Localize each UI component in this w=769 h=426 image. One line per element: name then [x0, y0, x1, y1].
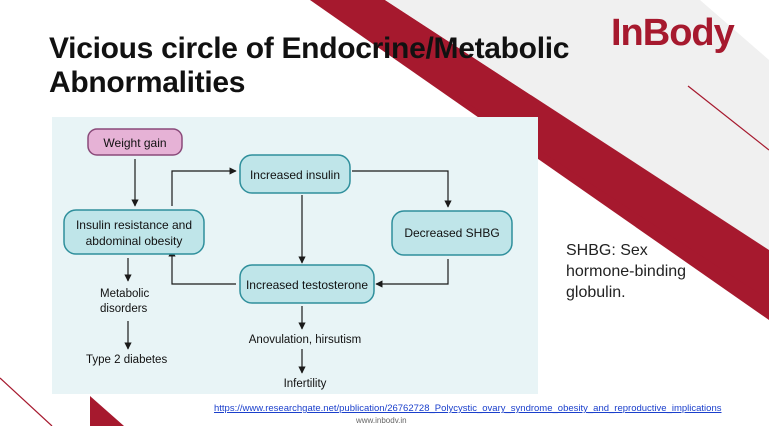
node-decreased-shbg-label: Decreased SHBG: [404, 226, 499, 240]
red-corner-line: [0, 377, 53, 426]
arrow-insulin-to-shbg: [352, 170, 452, 208]
node-insulin-resistance-line2: abdominal obesity: [86, 234, 183, 248]
shbg-note-line-1: SHBG: Sex: [566, 242, 648, 259]
red-right-line: [687, 85, 769, 151]
node-decreased-shbg: Decreased SHBG: [391, 210, 513, 256]
node-increased-insulin-label: Increased insulin: [250, 168, 340, 182]
vicious-circle-diagram: Weight gain Insulin resistance and abdom…: [52, 117, 538, 394]
source-link[interactable]: https://www.researchgate.net/publication…: [214, 403, 722, 414]
outcome-infertility: Infertility: [284, 378, 327, 390]
node-increased-insulin: Increased insulin: [239, 154, 351, 194]
shbg-note: SHBG: Sex hormone-binding globulin.: [566, 240, 726, 303]
arrow-testosterone-to-resistance: [168, 249, 236, 285]
node-increased-testosterone-label: Increased testosterone: [246, 278, 368, 292]
arrow-resistance-to-insulin: [171, 167, 237, 206]
title-line-1: Vicious circle of Endocrine/Metabolic: [49, 32, 570, 65]
node-insulin-resistance: Insulin resistance and abdominal obesity: [63, 209, 205, 255]
shbg-note-line-2: hormone-binding: [566, 263, 687, 280]
outcome-metabolic-line2: disorders: [100, 303, 148, 315]
outcome-type2-diabetes: Type 2 diabetes: [86, 354, 167, 366]
node-insulin-resistance-line1: Insulin resistance and: [76, 218, 192, 232]
shbg-note-line-3: globulin.: [566, 284, 626, 301]
arrow-shbg-to-testosterone: [375, 259, 449, 288]
node-weight-gain: Weight gain: [87, 128, 183, 156]
light-gray-band: [385, 0, 769, 250]
outcome-metabolic-line1: Metabolic: [100, 288, 149, 300]
red-diagonal-band: [310, 0, 769, 320]
inbody-logo: InBody: [611, 12, 735, 54]
title-line-2: Abnormalities: [49, 66, 246, 99]
website-footer: www.inbodv.in: [356, 416, 407, 425]
outcome-anovulation-hirsutism: Anovulation, hirsutism: [249, 334, 362, 346]
node-weight-gain-label: Weight gain: [103, 136, 166, 150]
node-increased-testosterone: Increased testosterone: [239, 264, 375, 304]
slide-title: Vicious circle of Endocrine/Metabolic Ab…: [49, 32, 569, 100]
red-corner-triangle: [90, 396, 124, 426]
